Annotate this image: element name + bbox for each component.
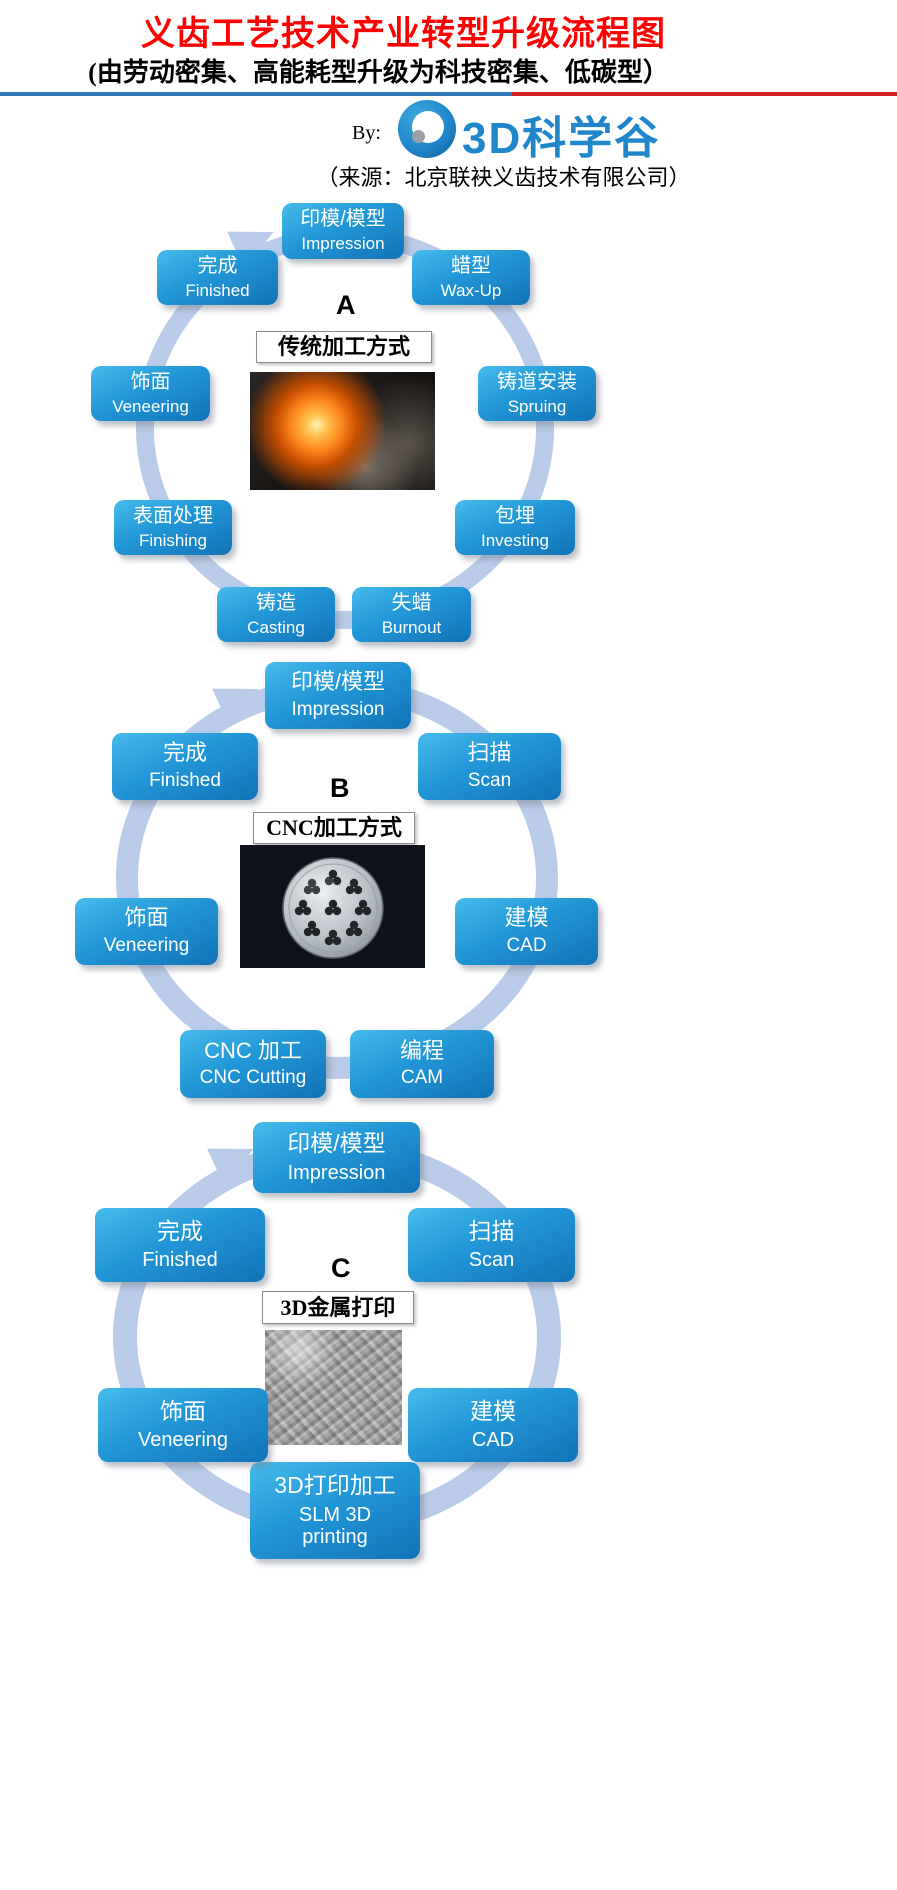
node-b-cam: 编程 CAM [350, 1030, 494, 1098]
node-label-zh: 印模/模型 [287, 1130, 386, 1157]
node-label-en: Finished [185, 280, 250, 300]
source-line: （来源：北京联袂义齿技术有限公司） [316, 165, 691, 190]
node-c-scan: 扫描 Scan [408, 1208, 575, 1282]
logo-gray-dot-icon [412, 130, 425, 143]
node-label-zh: 建模 [470, 1397, 516, 1424]
node-label-en: CAD [506, 934, 547, 956]
node-label-en: Impression [291, 698, 385, 720]
node-label-zh: 铸道安装 [497, 370, 577, 393]
cycle-c-label: C [331, 1253, 351, 1283]
divider-red-segment [512, 92, 897, 96]
cycle-b-label: B [330, 773, 350, 803]
node-label-en: Scan [467, 769, 512, 791]
node-label-en: Wax-Up [440, 280, 502, 300]
node-label-en: Finished [149, 769, 221, 791]
node-label-en: Burnout [381, 617, 442, 637]
node-label-en: CNC Cutting [199, 1067, 307, 1089]
cycle-c-center-title: 3D金属打印 [262, 1291, 414, 1324]
node-label-en: Impression [287, 1161, 386, 1184]
node-label-en: Veneering [103, 934, 190, 956]
node-label-zh: 扫描 [468, 1217, 515, 1244]
cycle-b-arrowhead-icon [212, 688, 259, 725]
node-a-casting: 铸造 Casting [217, 587, 335, 642]
node-b-veneering: 饰面 Veneering [75, 898, 218, 965]
node-b-finished: 完成 Finished [112, 733, 258, 800]
node-label-en: Finished [142, 1249, 218, 1272]
node-label-en: Finishing [138, 530, 208, 550]
node-c-cad: 建模 CAD [408, 1388, 578, 1462]
node-a-veneering: 饰面 Veneering [91, 366, 210, 421]
node-a-waxup: 蜡型 Wax-Up [412, 250, 530, 305]
node-a-finishing: 表面处理 Finishing [114, 500, 232, 555]
node-label-en: Veneering [112, 396, 189, 416]
node-label-zh: 包埋 [495, 504, 535, 527]
node-label-zh: 完成 [197, 254, 238, 277]
header-divider [0, 92, 897, 96]
node-b-impression: 印模/模型 Impression [265, 662, 411, 729]
node-label-zh: 饰面 [160, 1397, 206, 1424]
node-label-en: Casting [247, 617, 305, 637]
cycle-a-arrowhead-icon [227, 231, 274, 268]
node-label-zh: 印模/模型 [300, 208, 386, 231]
node-label-en: CAM [400, 1067, 444, 1089]
node-label-en: Investing [480, 530, 550, 550]
node-label-en: Scan [468, 1249, 515, 1272]
node-label-zh: 3D打印加工 [274, 1472, 396, 1499]
logo-text: 3D科学谷 [462, 114, 661, 163]
node-label-zh: 扫描 [467, 740, 512, 766]
page-title: 义齿工艺技术产业转型升级流程图 [141, 16, 666, 53]
node-label-en: SLM 3D printing [298, 1503, 372, 1548]
node-label-zh: 铸造 [256, 591, 296, 614]
node-label-en: Spruing [507, 396, 567, 416]
node-a-investing: 包埋 Investing [455, 500, 575, 555]
slm-3d-printed-parts-photo [265, 1330, 402, 1445]
node-a-impression: 印模/模型 Impression [282, 203, 404, 259]
cycle-c-arrowhead-icon [207, 1148, 254, 1185]
traditional-metal-casting-photo [250, 372, 435, 490]
node-b-scan: 扫描 Scan [418, 733, 561, 800]
cycle-a-center-title: 传统加工方式 [256, 331, 432, 363]
cnc-milling-disc-photo [240, 845, 425, 968]
by-label: By: [352, 122, 381, 144]
node-label-zh: 完成 [157, 1217, 203, 1244]
node-a-finished: 完成 Finished [157, 250, 278, 305]
cycle-b-center-title: CNC加工方式 [253, 812, 415, 844]
node-b-cad: 建模 CAD [455, 898, 598, 965]
node-label-zh: 编程 [399, 1037, 444, 1063]
node-label-en: Veneering [137, 1429, 229, 1452]
node-label-zh: 饰面 [124, 905, 169, 931]
node-a-burnout: 失蜡 Burnout [352, 587, 471, 642]
node-label-en: CAD [471, 1429, 515, 1452]
node-label-zh: 建模 [504, 905, 549, 931]
node-label-zh: 饰面 [130, 370, 171, 393]
node-label-zh: 失蜡 [391, 591, 432, 614]
node-label-zh: 印模/模型 [290, 669, 386, 695]
page-subtitle: (由劳动密集、高能耗型升级为科技密集、低碳型） [88, 58, 669, 87]
node-label-zh: 完成 [162, 740, 207, 766]
node-a-spruing: 铸道安装 Spruing [478, 366, 596, 421]
node-label-en: Impression [301, 234, 385, 254]
node-c-slm-3d-printing: 3D打印加工 SLM 3D printing [250, 1462, 420, 1559]
node-b-cnc-cutting: CNC 加工 CNC Cutting [180, 1030, 326, 1098]
node-c-finished: 完成 Finished [95, 1208, 265, 1282]
node-label-zh: CNC 加工 [204, 1037, 302, 1063]
node-c-veneering: 饰面 Veneering [98, 1388, 268, 1462]
cycle-a-label: A [336, 290, 356, 320]
node-label-zh: 表面处理 [133, 504, 213, 527]
divider-blue-segment [0, 92, 512, 96]
logo-icon [398, 100, 456, 158]
node-c-impression: 印模/模型 Impression [253, 1122, 420, 1193]
node-label-zh: 蜡型 [451, 254, 491, 277]
